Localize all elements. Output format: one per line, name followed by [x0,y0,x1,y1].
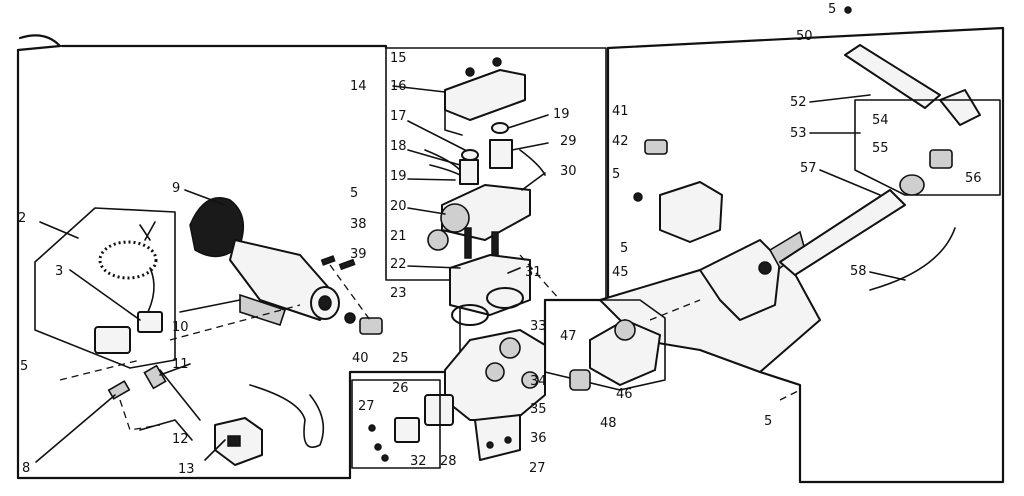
callout-39: 39 [350,247,367,262]
callout-48: 48 [600,416,617,431]
callout-36: 36 [530,431,547,446]
callout-31: 31 [525,265,542,280]
burner-tube [189,197,340,327]
callout-33: 33 [530,319,547,334]
callout-5: 5 [764,414,772,429]
callout-5: 5 [620,241,628,256]
callout-11: 11 [172,357,189,372]
callout-labels: 2 3 5 5 5 5 5 5 8 9 10 11 12 13 14 15 16… [18,2,982,477]
callout-56: 56 [965,171,982,186]
fittings [320,255,383,335]
callout-15: 15 [390,51,407,66]
callout-19: 19 [390,169,407,184]
callout-5: 5 [612,167,620,182]
callout-23: 23 [390,286,407,301]
callout-53: 53 [790,126,807,141]
callout-25: 25 [392,351,409,366]
control-knob [107,364,325,466]
callout-18: 18 [390,139,407,154]
callout-57: 57 [800,161,817,176]
callout-46: 46 [616,387,633,402]
callout-3: 3 [55,264,63,279]
callout-26: 26 [392,381,409,396]
callout-42: 42 [612,134,629,149]
callout-34: 34 [530,374,547,389]
callout-58: 58 [850,264,867,279]
callout-45: 45 [612,265,629,280]
callout-41: 41 [612,104,629,119]
callout-20: 20 [390,199,407,214]
callout-40: 40 [352,351,369,366]
callout-47: 47 [560,329,577,344]
callout-22: 22 [390,257,407,272]
callout-28: 28 [440,454,457,469]
callout-leaders [35,85,906,463]
callout-35: 35 [530,402,547,417]
gas-supply-tubes [779,6,1001,291]
callout-50: 50 [796,29,813,44]
callout-52: 52 [790,95,807,110]
callout-10: 10 [172,320,189,335]
mounting-bracket [599,230,821,373]
gas-valve-body [424,329,546,461]
pilot-assembly-group [34,207,176,369]
callout-27: 27 [529,461,546,476]
callout-2: 2 [18,211,26,226]
callout-17: 17 [390,109,407,124]
orifice-box [544,299,666,391]
callout-12: 12 [172,432,189,447]
callout-8: 8 [22,461,30,476]
regulator [633,139,723,243]
callout-16: 16 [390,79,407,94]
callout-5: 5 [828,2,836,17]
callout-21: 21 [390,229,407,244]
callout-30: 30 [560,164,577,179]
callout-5: 5 [350,186,358,201]
callout-19: 19 [553,107,570,122]
callout-38: 38 [350,217,367,232]
callout-55: 55 [872,141,889,156]
callout-9: 9 [172,181,180,196]
callout-27: 27 [358,399,375,414]
callout-5: 5 [20,359,28,374]
callout-13: 13 [178,462,195,477]
callout-29: 29 [560,134,577,149]
callout-14: 14 [350,79,367,94]
callout-54: 54 [872,113,889,128]
thermostat-box [351,379,441,469]
callout-32: 32 [410,454,427,469]
